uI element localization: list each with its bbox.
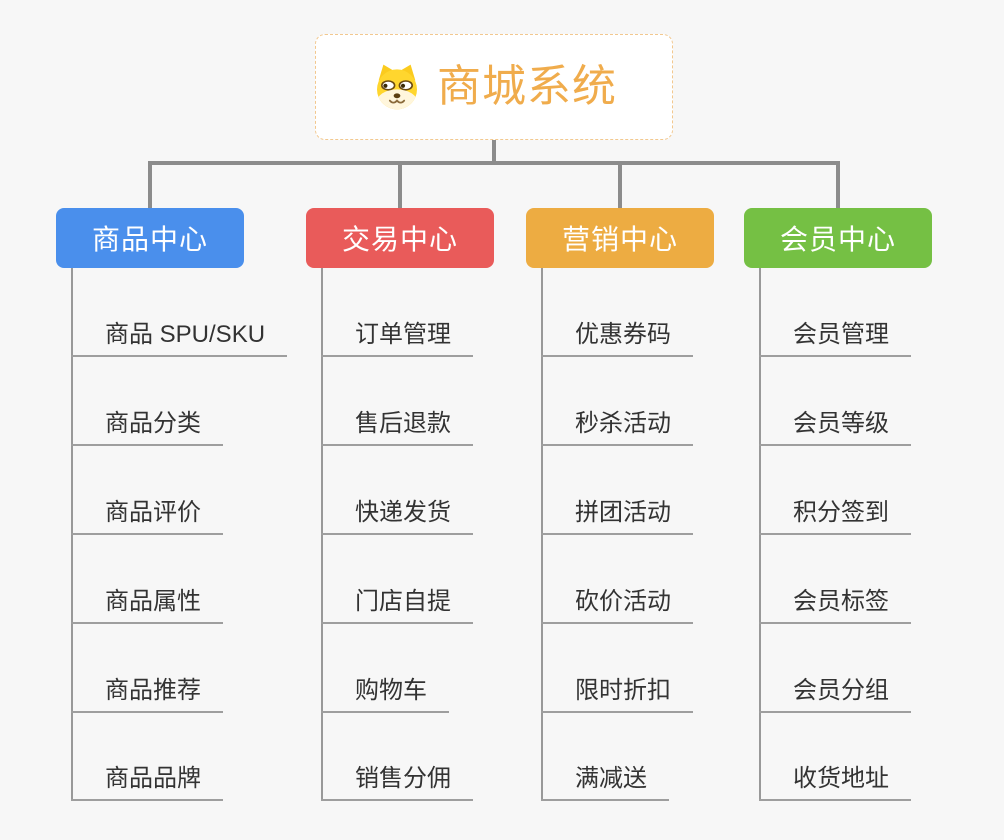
connector-drop-trade-center — [398, 161, 402, 208]
branch-node-trade-center[interactable]: 交易中心 — [306, 208, 494, 268]
root-title: 商城系统 — [437, 62, 617, 111]
connector-root-stem — [492, 140, 496, 163]
leaf-node[interactable]: 收货地址 — [759, 765, 911, 801]
leaf-node[interactable]: 优惠券码 — [541, 321, 693, 357]
leaf-node[interactable]: 会员管理 — [759, 321, 911, 357]
leaf-node[interactable]: 销售分佣 — [321, 765, 473, 801]
leaf-node[interactable]: 满减送 — [541, 765, 669, 801]
leaf-node[interactable]: 拼团活动 — [541, 499, 693, 535]
connector-horizontal-bar — [148, 161, 840, 165]
leaf-node[interactable]: 会员标签 — [759, 588, 911, 624]
branch-node-marketing-center[interactable]: 营销中心 — [526, 208, 714, 268]
leaf-node[interactable]: 订单管理 — [321, 321, 473, 357]
leaf-node[interactable]: 购物车 — [321, 677, 449, 713]
leaf-node[interactable]: 商品推荐 — [71, 677, 223, 713]
connector-drop-marketing-center — [618, 161, 622, 208]
leaf-node[interactable]: 会员分组 — [759, 677, 911, 713]
branch-label: 商品中心 — [91, 224, 208, 255]
branch-node-product-center[interactable]: 商品中心 — [56, 208, 244, 268]
leaf-node[interactable]: 快递发货 — [321, 499, 473, 535]
leaf-node[interactable]: 限时折扣 — [541, 677, 693, 713]
leaf-node[interactable]: 积分签到 — [759, 499, 911, 535]
branch-label: 会员中心 — [779, 224, 896, 255]
root-node[interactable]: 商城系统 — [315, 34, 673, 140]
leaf-node[interactable]: 商品品牌 — [71, 765, 223, 801]
connector-drop-product-center — [148, 161, 152, 208]
leaf-node[interactable]: 秒杀活动 — [541, 410, 693, 446]
leaf-node[interactable]: 商品分类 — [71, 410, 223, 446]
leaf-node[interactable]: 商品评价 — [71, 499, 223, 535]
branch-label: 交易中心 — [341, 224, 458, 255]
leaf-node[interactable]: 商品 SPU/SKU — [71, 321, 288, 357]
leaf-node[interactable]: 会员等级 — [759, 410, 911, 446]
leaf-node[interactable]: 售后退款 — [321, 410, 473, 446]
connector-drop-member-center — [836, 161, 840, 208]
dog-face-icon — [371, 63, 423, 111]
leaf-node[interactable]: 砍价活动 — [541, 588, 693, 624]
leaf-node[interactable]: 商品属性 — [71, 588, 223, 624]
leaf-node[interactable]: 门店自提 — [321, 588, 473, 624]
branch-node-member-center[interactable]: 会员中心 — [744, 208, 932, 268]
branch-label: 营销中心 — [561, 224, 678, 255]
